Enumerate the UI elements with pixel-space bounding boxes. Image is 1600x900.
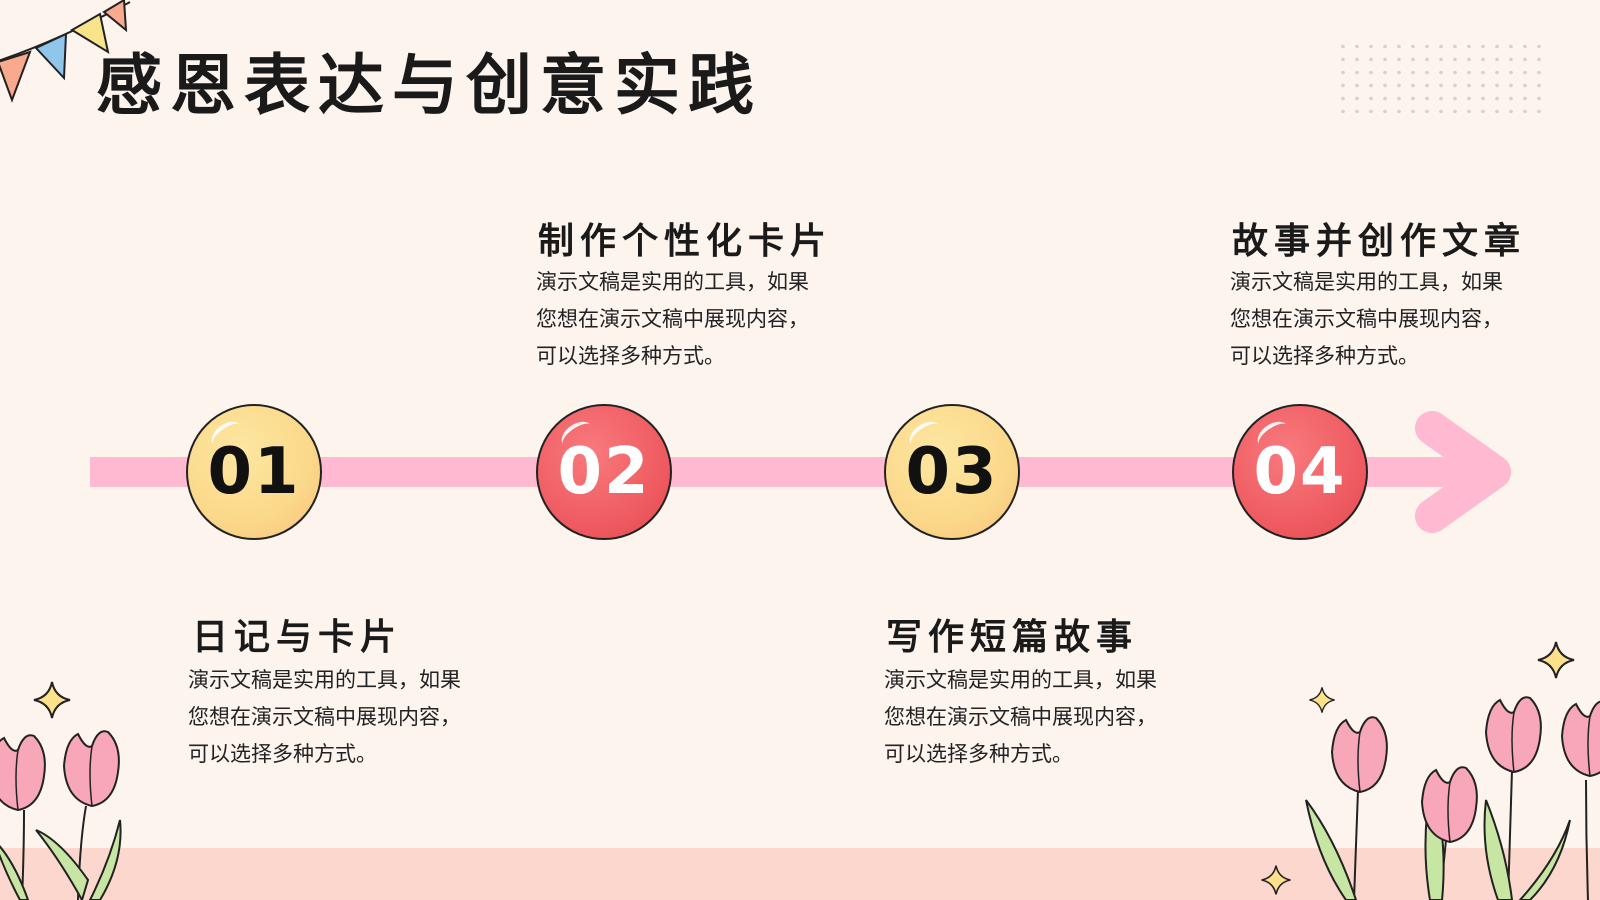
- sparkle-star-icon: [33, 681, 71, 719]
- step-body-3: 演示文稿是实用的工具，如果您想在演示文稿中展现内容，可以选择多种方式。: [884, 668, 1157, 766]
- step-body-2: 演示文稿是实用的工具，如果您想在演示文稿中展现内容，可以选择多种方式。: [536, 270, 809, 368]
- step-heading-1: 日记与卡片: [192, 617, 403, 658]
- step-heading-4: 故事并创作文章: [1232, 221, 1527, 262]
- step-circle-1: 01: [186, 404, 322, 540]
- dot-grid-decoration: [1336, 40, 1548, 118]
- tulip-flower-icon: [0, 730, 122, 900]
- sparkle-star-icon: [1537, 641, 1575, 679]
- step-circle-2: 02: [536, 404, 672, 540]
- step-number: 04: [1253, 435, 1347, 509]
- sparkle-star-icon: [1308, 686, 1336, 714]
- step-heading-2: 制作个性化卡片: [538, 221, 833, 262]
- tulip-flower-icon: [1305, 696, 1600, 900]
- page-title: 感恩表达与创意实践: [96, 47, 762, 124]
- step-number: 02: [557, 435, 651, 509]
- step-number: 03: [905, 435, 999, 509]
- step-body-4: 演示文稿是实用的工具，如果您想在演示文稿中展现内容，可以选择多种方式。: [1230, 270, 1503, 368]
- step-number: 01: [207, 435, 301, 509]
- step-circle-4: 04: [1232, 404, 1368, 540]
- bunting-flags-icon: [0, 0, 131, 103]
- step-heading-3: 写作短篇故事: [886, 617, 1139, 658]
- step-body-1: 演示文稿是实用的工具，如果您想在演示文稿中展现内容，可以选择多种方式。: [188, 668, 461, 766]
- sparkle-star-icon: [1260, 864, 1292, 896]
- step-circle-3: 03: [884, 404, 1020, 540]
